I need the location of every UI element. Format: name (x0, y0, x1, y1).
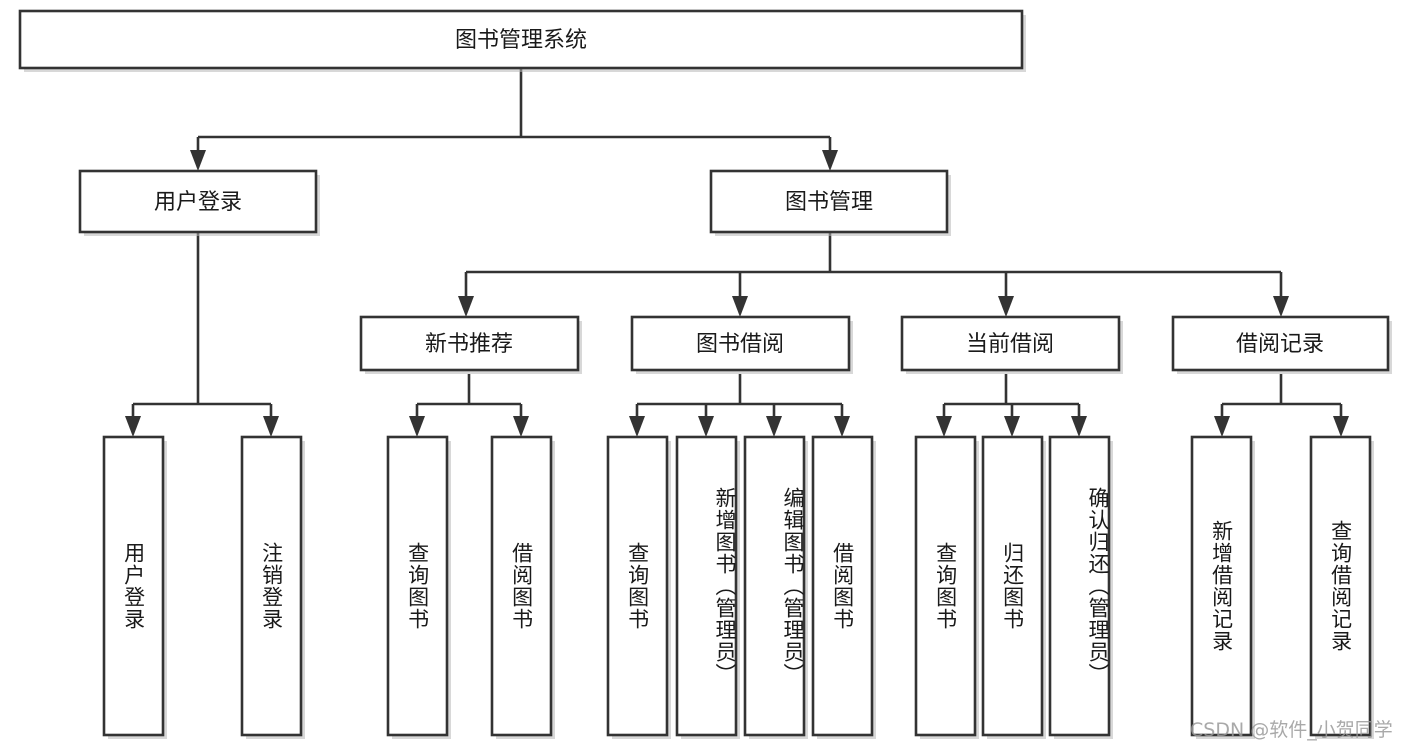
node-current-borrow[interactable]: 当前借阅 (900, 315, 1123, 374)
connector-group-borrow-record-leaves (1214, 374, 1349, 437)
arrow-to-book-manage (822, 150, 838, 171)
leaf-node-user-login-2[interactable] (240, 435, 305, 739)
connector-group-book-manage-to-level3 (458, 232, 1289, 317)
node-borrow-record-label: 借阅记录 (1236, 332, 1324, 357)
arrow-current-borrow-leaf-2 (1004, 416, 1020, 437)
node-root[interactable]: 图书管理系统 (18, 9, 1026, 72)
arrow-current-borrow-leaf-1 (936, 416, 952, 437)
connector-group-root-to-level2 (190, 68, 838, 171)
connector-group-user-login-leaves (125, 232, 279, 437)
leaf-node-new-book-2[interactable] (490, 435, 555, 739)
node-user-login-label: 用户登录 (154, 190, 242, 215)
leaf-node-book-borrow-1[interactable] (606, 435, 671, 739)
leaf-node-current-borrow-1[interactable] (914, 435, 979, 739)
node-borrow-record[interactable]: 借阅记录 (1171, 315, 1392, 374)
arrow-book-borrow-leaf-4 (834, 416, 850, 437)
arrow-to-new-book-recommend (458, 296, 474, 317)
arrow-user-login-leaf-2 (263, 416, 279, 437)
leaf-node-borrow-record-2[interactable] (1309, 435, 1374, 739)
leaf-node-borrow-record-1[interactable] (1190, 435, 1255, 739)
arrow-borrow-record-leaf-1 (1214, 416, 1230, 437)
node-user-login[interactable]: 用户登录 (78, 169, 320, 236)
leaf-node-current-borrow-2[interactable] (981, 435, 1046, 739)
arrow-book-borrow-leaf-3 (766, 416, 782, 437)
leaf-node-new-book-1[interactable] (386, 435, 451, 739)
connector-group-book-borrow-leaves (629, 374, 850, 437)
arrow-to-current-borrow (998, 296, 1014, 317)
node-root-label: 图书管理系统 (455, 28, 587, 53)
arrow-book-borrow-leaf-1 (629, 416, 645, 437)
arrow-new-book-leaf-2 (513, 416, 529, 437)
leaf-node-book-borrow-2[interactable] (675, 435, 740, 739)
arrow-new-book-leaf-1 (409, 416, 425, 437)
leaf-node-book-borrow-4[interactable] (811, 435, 876, 739)
node-book-borrow-label: 图书借阅 (696, 332, 784, 357)
leaf-node-current-borrow-3[interactable] (1048, 435, 1113, 739)
arrow-to-book-borrow (732, 296, 748, 317)
csdn-watermark: CSDN @软件_小贺同学 (1190, 719, 1393, 741)
arrow-current-borrow-leaf-3 (1071, 416, 1087, 437)
connector-group-new-book-leaves (409, 374, 529, 437)
arrow-to-borrow-record (1273, 296, 1289, 317)
node-book-borrow[interactable]: 图书借阅 (630, 315, 853, 374)
node-book-manage[interactable]: 图书管理 (709, 169, 951, 236)
arrow-to-user-login (190, 150, 206, 171)
arrow-user-login-leaf-1 (125, 416, 141, 437)
node-current-borrow-label: 当前借阅 (966, 332, 1054, 357)
node-new-book-recommend[interactable]: 新书推荐 (359, 315, 582, 374)
leaf-node-user-login-1[interactable] (102, 435, 167, 739)
arrow-borrow-record-leaf-2 (1333, 416, 1349, 437)
connector-group-current-borrow-leaves (936, 374, 1087, 437)
arrow-book-borrow-leaf-2 (698, 416, 714, 437)
leaf-node-book-borrow-3[interactable] (743, 435, 808, 739)
node-new-book-recommend-label: 新书推荐 (425, 332, 513, 357)
node-book-manage-label: 图书管理 (785, 190, 873, 215)
